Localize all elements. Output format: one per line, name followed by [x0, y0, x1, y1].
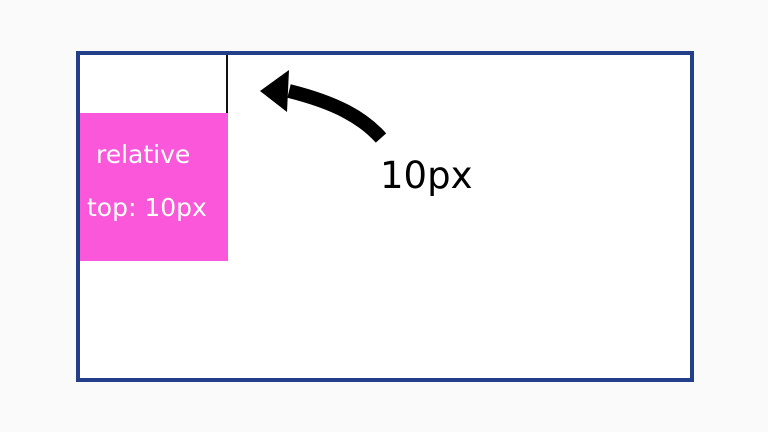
relative-box-label-line2: top: 10px [87, 193, 207, 222]
offset-label: 10px [380, 154, 473, 197]
relative-box-label-line1: relative [96, 140, 191, 169]
relative-box: relative top: 10px [80, 113, 228, 261]
offset-marker-line [226, 55, 228, 113]
